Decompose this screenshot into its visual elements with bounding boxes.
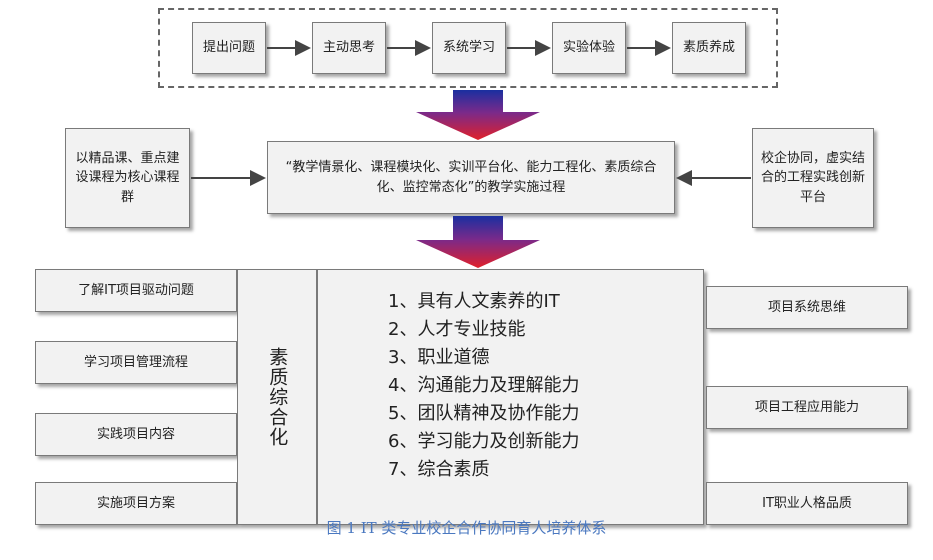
flow-step-2: 主动思考	[312, 22, 386, 74]
quality-label: 素质综合化	[266, 347, 289, 447]
center-process-box: “教学情景化、课程模块化、实训平台化、能力工程化、素质综合化、监控常态化”的教学…	[267, 141, 675, 214]
flow-frame	[158, 8, 778, 88]
down-arrow-bottom	[416, 216, 540, 268]
left-item-2: 学习项目管理流程	[35, 341, 237, 384]
down-arrow-top	[416, 90, 540, 140]
flow-step-1: 提出问题	[192, 22, 266, 74]
left-item-3: 实践项目内容	[35, 413, 237, 456]
right-item-3: IT职业人格品质	[706, 482, 908, 525]
right-source-box: 校企协同，虚实结合的工程实践创新平台	[752, 128, 874, 228]
flow-step-5: 素质养成	[672, 22, 746, 74]
right-item-2: 项目工程应用能力	[706, 386, 908, 429]
left-source-box: 以精品课、重点建设课程为核心课程群	[65, 128, 190, 228]
quality-label-box: 素质综合化	[237, 269, 317, 525]
ability-item: 3、职业道德	[388, 347, 490, 368]
ability-item: 6、学习能力及创新能力	[388, 431, 580, 452]
figure-caption: 图 1 IT 类专业校企合作协同育人培养体系	[326, 519, 607, 537]
right-item-1: 项目系统思维	[706, 286, 908, 329]
ability-item: 1、具有人文素养的IT	[388, 291, 560, 312]
ability-item: 4、沟通能力及理解能力	[388, 375, 580, 396]
left-item-1: 了解IT项目驱动问题	[35, 269, 237, 312]
ability-item: 2、人才专业技能	[388, 319, 526, 340]
ability-item: 5、团队精神及协作能力	[388, 403, 580, 424]
flow-step-4: 实验体验	[552, 22, 626, 74]
flow-step-3: 系统学习	[432, 22, 506, 74]
abilities-box: 1、具有人文素养的IT 2、人才专业技能 3、职业道德 4、沟通能力及理解能力 …	[317, 269, 704, 525]
ability-item: 7、综合素质	[388, 459, 490, 480]
left-item-4: 实施项目方案	[35, 482, 237, 525]
